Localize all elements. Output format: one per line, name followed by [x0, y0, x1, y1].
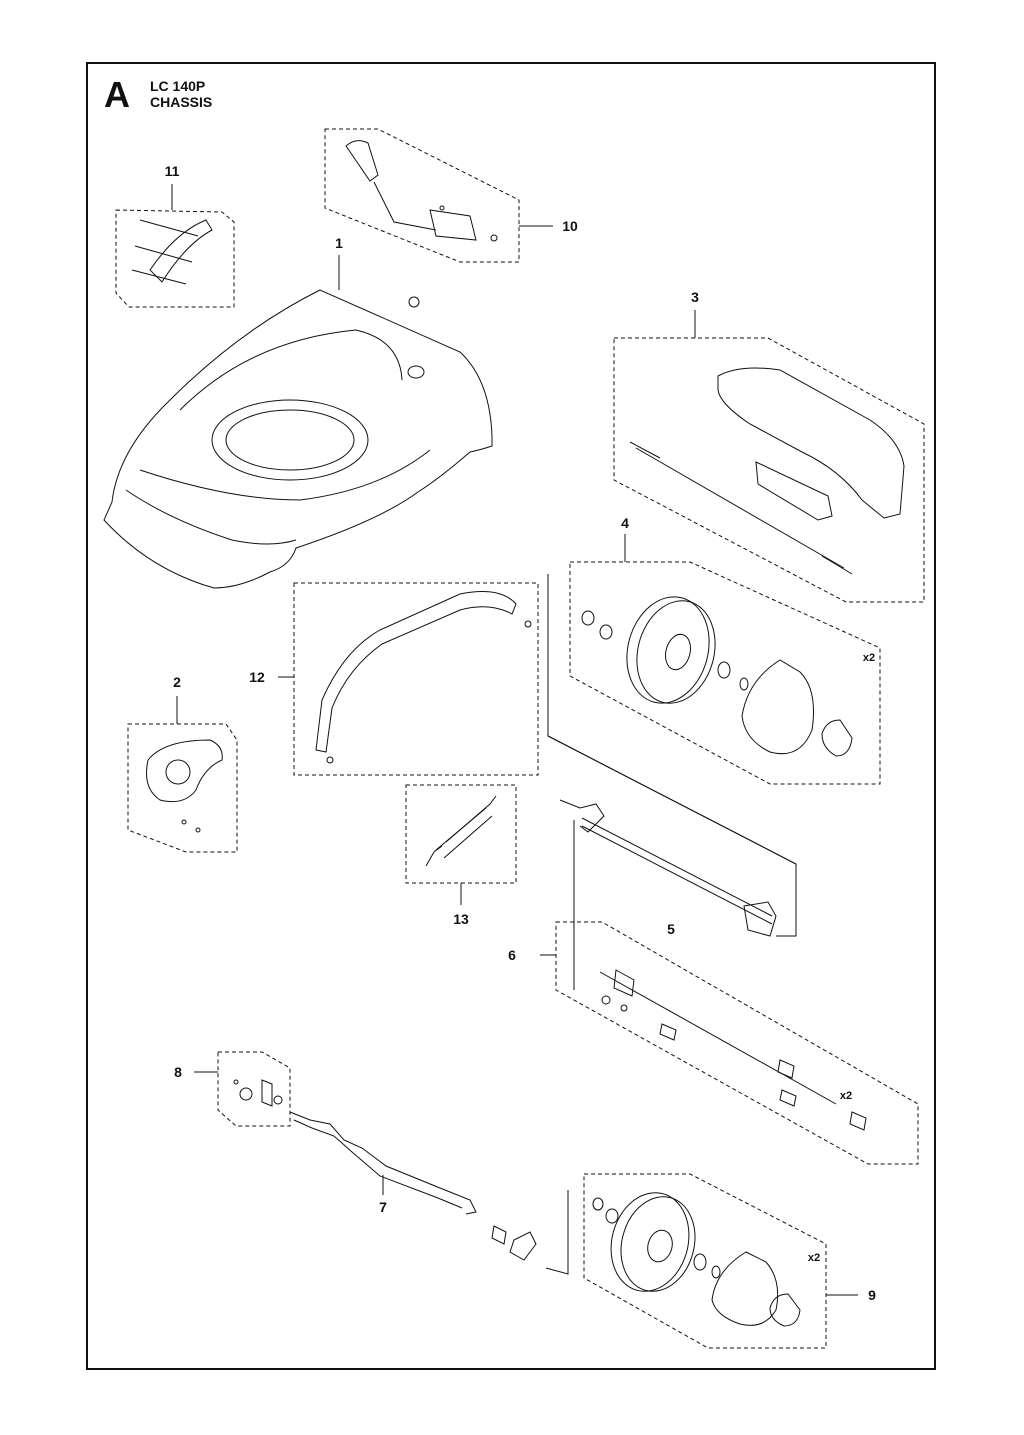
callout-13: 13 [453, 911, 469, 927]
part-group-4 [547, 534, 881, 936]
callout-7: 7 [379, 1199, 387, 1215]
callout-4: 4 [621, 515, 629, 531]
qty-axle-brackets: x2 [839, 1090, 853, 1102]
callout-2: 2 [173, 674, 181, 690]
qty-rear-wheel: x2 [807, 1252, 821, 1264]
callout-6: 6 [508, 947, 516, 963]
callout-10: 10 [562, 218, 578, 234]
part-group-12 [278, 582, 539, 776]
callout-9: 9 [868, 1287, 876, 1303]
part-group-3 [613, 310, 925, 603]
part-group-13 [405, 784, 517, 905]
callout-8: 8 [174, 1064, 182, 1080]
section-letter: A [104, 74, 130, 115]
model-name: LC 140P [150, 78, 206, 94]
part-group-11 [115, 184, 235, 308]
part-7-rear-axle [289, 1111, 569, 1275]
qty-front-wheel: x2 [862, 652, 876, 664]
part-group-9 [583, 1173, 858, 1349]
part-1-deck [103, 255, 493, 589]
part-5-axle [547, 735, 797, 937]
diagram-frame [86, 62, 936, 1370]
part-group-6 [540, 921, 919, 1165]
callout-5: 5 [667, 921, 675, 937]
section-title: CHASSIS [150, 94, 213, 110]
callout-1: 1 [335, 235, 343, 251]
callout-12: 12 [249, 669, 265, 685]
part-group-2 [127, 696, 238, 853]
part-group-10 [324, 128, 553, 263]
callout-3: 3 [691, 289, 699, 305]
callout-11: 11 [164, 163, 180, 179]
part-group-8 [194, 1051, 291, 1127]
